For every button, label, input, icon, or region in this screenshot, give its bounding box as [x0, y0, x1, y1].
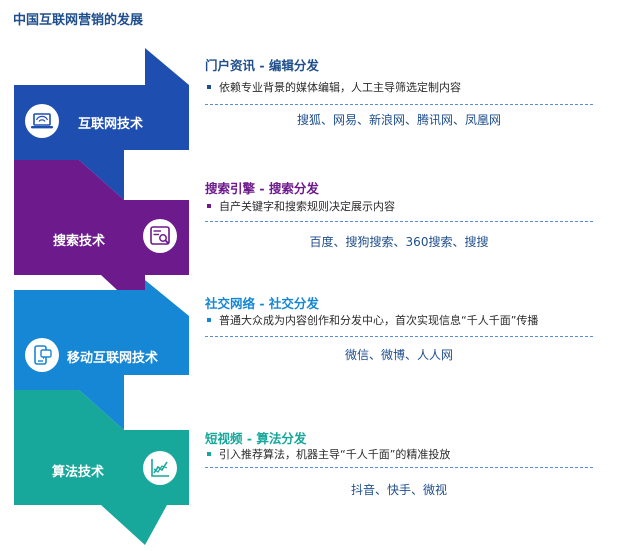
stage-3-desc: 普通大众成为内容创作和分发中心，首次实现信息“千人千面”传播: [207, 312, 538, 328]
stage-4-divider: [205, 467, 593, 468]
stage-4-desc: 引入推荐算法，机器主导“千人千面”的精准投放: [207, 446, 450, 462]
stage-1-divider: [205, 104, 593, 105]
bullet-icon: [207, 85, 211, 89]
stage-1-arrow: [14, 48, 189, 200]
bullet-icon: [207, 318, 211, 322]
stage-4-heading: 短视频 - 算法分发: [205, 431, 307, 446]
stage-1-label: 互联网技术: [78, 117, 144, 132]
stage-2-label: 搜索技术: [53, 234, 106, 249]
stage-1-desc: 依赖专业背景的媒体编辑，人工主导筛选定制内容: [207, 79, 461, 95]
analytics-chart-icon: [143, 451, 177, 485]
stage-2-examples: 百度、搜狗搜索、360搜索、搜搜: [309, 235, 489, 249]
stage-4-examples: 抖音、快手、微视: [350, 483, 447, 497]
stage-3-examples: 微信、微博、人人网: [344, 348, 453, 362]
stage-2-divider: [205, 221, 593, 222]
laptop-icon: [25, 104, 59, 138]
stage-4-arrow: [14, 390, 189, 545]
bullet-icon: [207, 452, 211, 456]
stage-3-divider: [205, 336, 593, 337]
stage-3-heading: 社交网络 - 社交分发: [205, 296, 319, 311]
stage-3-arrow: [14, 280, 189, 430]
bullet-icon: [207, 204, 211, 208]
stage-1-examples: 搜狐、网易、新浪网、腾讯网、凤凰网: [296, 113, 501, 127]
search-page-icon: [143, 219, 177, 253]
stage-2-heading: 搜索引擎 - 搜索分发: [205, 181, 319, 196]
page-title: 中国互联网营销的发展: [13, 13, 144, 28]
stage-4-label: 算法技术: [52, 465, 105, 480]
stage-3-label: 移动互联网技术: [67, 351, 159, 366]
mobile-chat-icon: [25, 338, 59, 372]
stage-1-heading: 门户资讯 - 编辑分发: [205, 58, 319, 73]
stage-2-desc: 自产关键字和搜索规则决定展示内容: [207, 198, 395, 214]
stage-2-arrow: [14, 160, 189, 316]
